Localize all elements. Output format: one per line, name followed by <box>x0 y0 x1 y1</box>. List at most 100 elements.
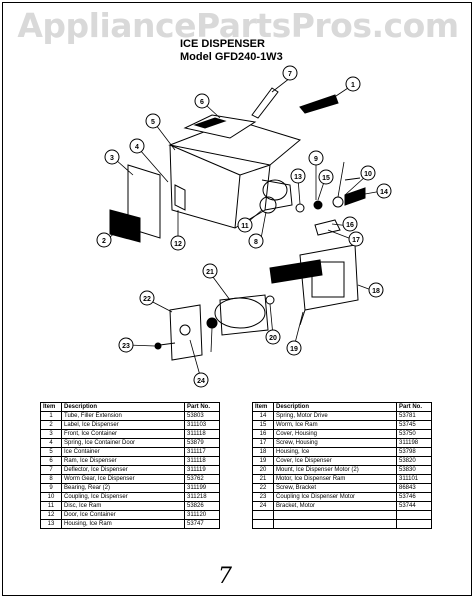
header-description: Description <box>61 402 185 412</box>
diagram-title: ICE DISPENSER Model GFD240-1W3 <box>180 38 350 64</box>
cell-description <box>273 519 397 529</box>
cell-part-no: 53746 <box>396 492 432 502</box>
callout-14: 14 <box>376 183 392 199</box>
cell-item: 7 <box>40 465 62 475</box>
svg-text:24: 24 <box>197 378 205 385</box>
header-item: Item <box>40 402 62 412</box>
cell-item: 13 <box>40 519 62 529</box>
cell-description: Tube, Filler Extension <box>61 411 185 421</box>
svg-text:13: 13 <box>294 174 302 181</box>
cell-part-no: 86843 <box>396 483 432 493</box>
svg-text:18: 18 <box>372 288 380 295</box>
callout-13: 13 <box>290 168 306 184</box>
cell-description <box>273 510 397 520</box>
cell-description: Screw, Bracket <box>273 483 397 493</box>
ram-drawing <box>183 114 257 139</box>
cell-description: Disc, Ice Ram <box>61 501 185 511</box>
cell-description: Coupling Ice Dispenser Motor <box>273 492 397 502</box>
cell-description: Housing, Ice <box>273 447 397 457</box>
table-row <box>252 519 432 529</box>
cell-item: 14 <box>252 411 274 421</box>
header-description: Description <box>273 402 397 412</box>
cell-item: 1 <box>40 411 62 421</box>
callout-7: 7 <box>282 65 298 81</box>
svg-text:1: 1 <box>351 82 355 89</box>
cell-item: 5 <box>40 447 62 457</box>
header-part-no: Part No. <box>184 402 220 412</box>
cell-description: Cover, Ice Dispenser <box>273 456 397 466</box>
cell-part-no: 53745 <box>396 420 432 430</box>
callout-16: 16 <box>342 216 358 232</box>
cell-description: Coupling, Ice Dispenser <box>61 492 185 502</box>
cell-item: 22 <box>252 483 274 493</box>
svg-text:14: 14 <box>380 189 388 196</box>
svg-text:20: 20 <box>269 335 277 342</box>
cell-item: 6 <box>40 456 62 466</box>
cell-part-no: 311118 <box>184 429 220 439</box>
cell-item: 18 <box>252 447 274 457</box>
cell-item: 20 <box>252 465 274 475</box>
cell-item: 23 <box>252 492 274 502</box>
table-row <box>252 510 432 520</box>
cell-description: Spring, Ice Container Door <box>61 438 185 448</box>
svg-text:12: 12 <box>174 241 182 248</box>
svg-text:15: 15 <box>322 175 330 182</box>
callout-3: 3 <box>104 149 120 165</box>
callout-5: 5 <box>145 113 161 129</box>
callout-4: 4 <box>129 138 145 154</box>
title-line-2: Model GFD240-1W3 <box>180 51 283 63</box>
ice-housing-drawing <box>269 244 359 326</box>
cell-part-no <box>396 519 432 529</box>
cell-description: Front, Ice Container <box>61 429 185 439</box>
callout-18: 18 <box>368 282 384 298</box>
cell-part-no: 53762 <box>184 474 220 484</box>
cell-description: Door, Ice Container <box>61 510 185 520</box>
cell-part-no: 311117 <box>184 447 220 457</box>
cell-part-no: 311199 <box>184 483 220 493</box>
header-item: Item <box>252 402 274 412</box>
callout-15: 15 <box>318 169 334 185</box>
cell-description: Housing, Ice Ram <box>61 519 185 529</box>
table-header-row: Item Description Part No. <box>252 402 432 412</box>
callout-6: 6 <box>194 93 210 109</box>
cell-item: 3 <box>40 429 62 439</box>
callout-12: 12 <box>170 235 186 251</box>
cell-part-no: 53803 <box>184 411 220 421</box>
callout-markers: 1 2 3 4 5 6 7 8 9 10 11 12 13 14 15 16 1… <box>96 65 392 388</box>
callout-24: 24 <box>193 372 209 388</box>
cell-part-no: 311118 <box>184 456 220 466</box>
svg-text:7: 7 <box>288 71 292 78</box>
cell-description: Screw, Housing <box>273 438 397 448</box>
cell-item: 16 <box>252 429 274 439</box>
cell-item: 15 <box>252 420 274 430</box>
cell-part-no: 311198 <box>396 438 432 448</box>
header-part-no: Part No. <box>396 402 432 412</box>
cell-part-no: 311119 <box>184 465 220 475</box>
svg-text:19: 19 <box>290 346 298 353</box>
cell-part-no: 311101 <box>396 474 432 484</box>
svg-text:11: 11 <box>241 223 249 230</box>
svg-text:8: 8 <box>254 239 258 246</box>
callout-20: 20 <box>265 329 281 345</box>
callout-22: 22 <box>139 290 155 306</box>
cell-item: 11 <box>40 501 62 511</box>
svg-text:17: 17 <box>352 237 360 244</box>
